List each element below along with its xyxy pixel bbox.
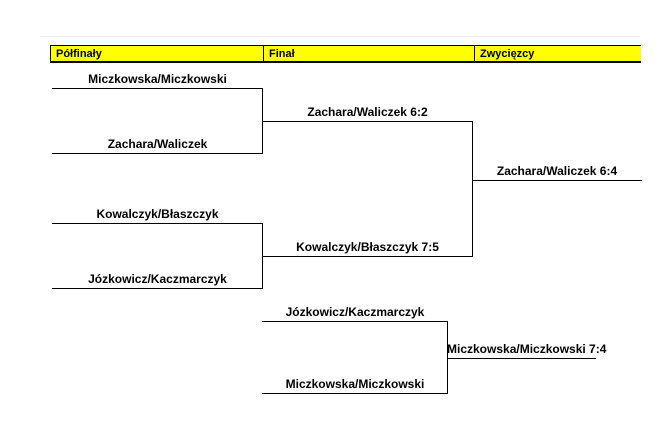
- sf2-top-line: [52, 223, 263, 224]
- sf2-connector-line: [262, 256, 473, 257]
- header-final: Finał: [263, 46, 474, 61]
- tp-bracket-vertical: [447, 321, 448, 394]
- sf1-team-top-label: Miczkowska/Miczkowski: [88, 72, 227, 86]
- sf2-team-top-label: Kowalczyk/Błaszczyk: [96, 207, 219, 221]
- tp-bottom-line: [262, 393, 448, 394]
- tp-top-line: [262, 321, 448, 322]
- final-winner-line: [472, 180, 642, 181]
- sf1-result-label: Zachara/Waliczek 6:2: [307, 105, 428, 119]
- header-row: Półfinały Finał Zwycięzcy: [50, 45, 641, 63]
- sf1-top-line: [52, 88, 263, 89]
- header-winners: Zwycięzcy: [474, 46, 641, 61]
- sf2-bottom-line: [52, 288, 263, 289]
- tp-winner-line: [447, 358, 596, 359]
- tp-result-label: Miczkowska/Miczkowski 7:4: [447, 342, 607, 356]
- faint-row-divider: [40, 36, 640, 37]
- tp-team-bottom-label: Miczkowska/Miczkowski: [285, 377, 425, 391]
- sf1-bottom-line: [52, 153, 263, 154]
- final-result-label: Zachara/Waliczek 6:4: [496, 164, 618, 178]
- header-semifinals: Półfinały: [56, 47, 102, 60]
- final-bracket-vertical: [472, 121, 473, 257]
- tp-team-top-label: Józkowicz/Kaczmarczyk: [285, 305, 425, 319]
- sf1-team-bottom-label: Zachara/Waliczek: [107, 137, 208, 151]
- sf2-result-label: Kowalczyk/Błaszczyk 7:5: [296, 240, 439, 254]
- sf1-connector-line: [262, 121, 473, 122]
- sf2-team-bottom-label: Józkowicz/Kaczmarczyk: [88, 272, 227, 286]
